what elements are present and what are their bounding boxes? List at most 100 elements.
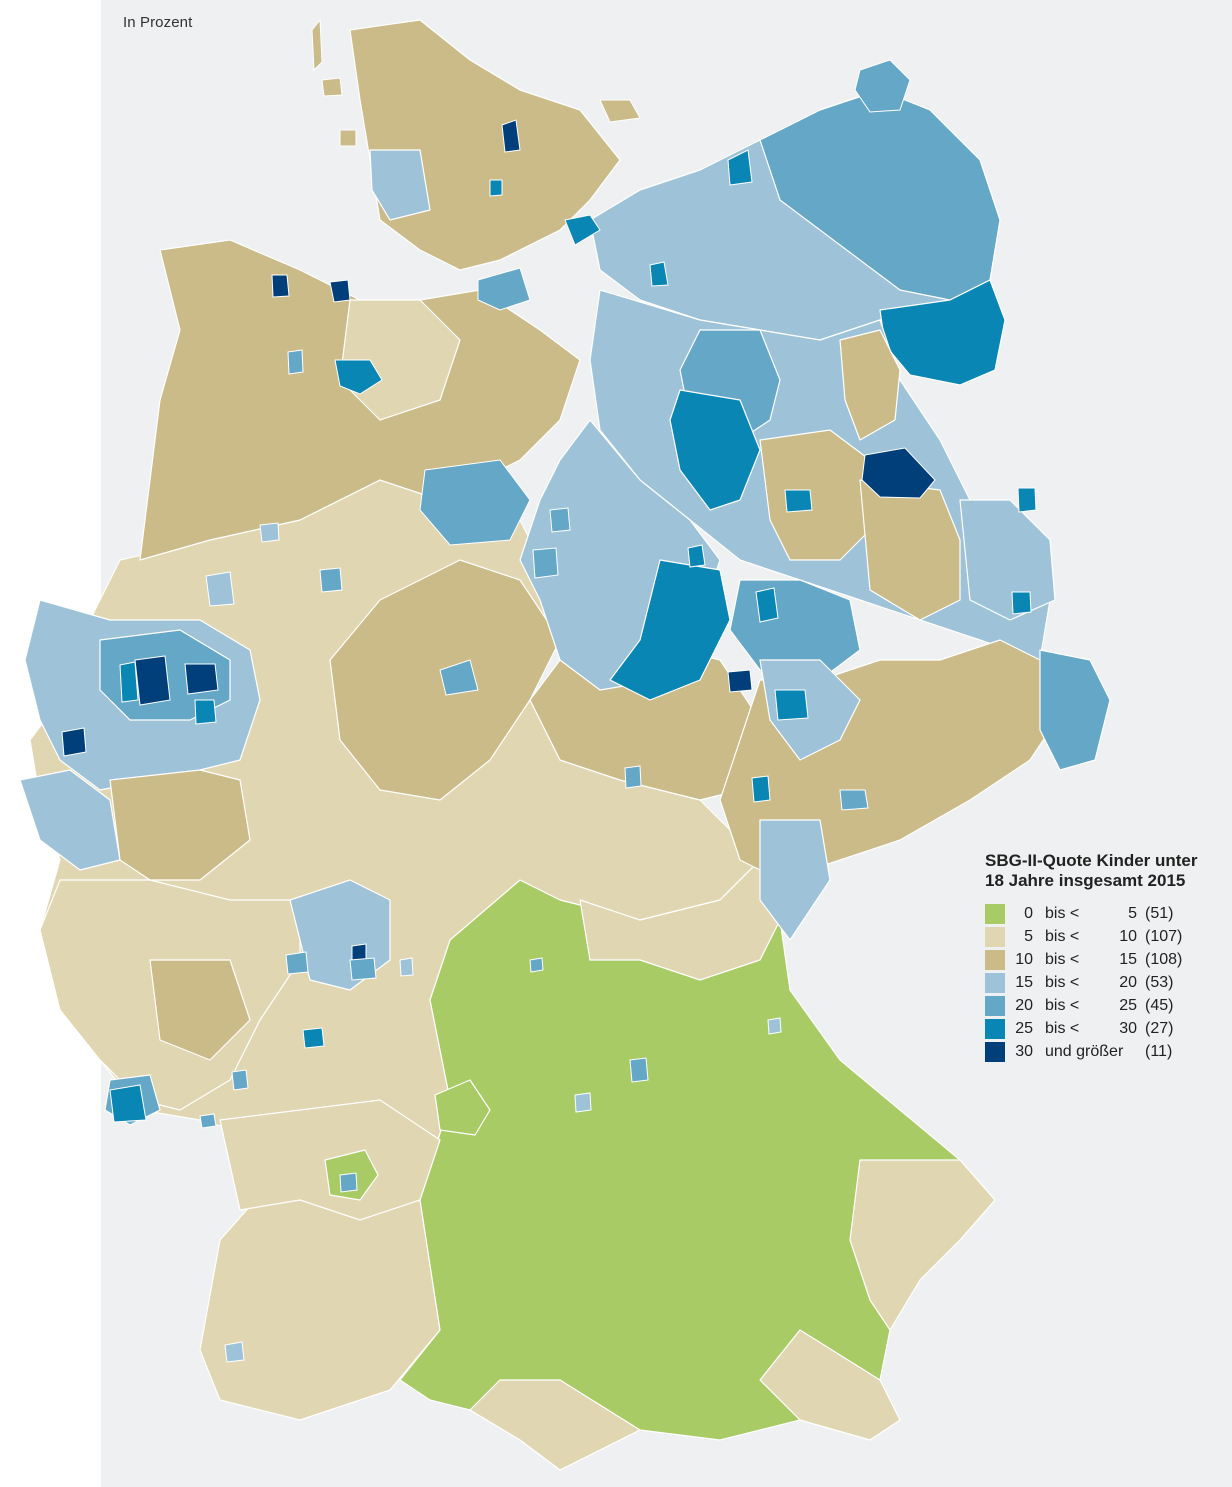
- legend-count: (51): [1145, 905, 1174, 922]
- city-ludwigshafen: [231, 1069, 249, 1091]
- city-gotha: [624, 765, 642, 789]
- legend-operator: bis <: [1045, 1020, 1080, 1037]
- city-chemnitz: [839, 789, 869, 811]
- legend-row: 5 bis < 10 (107): [985, 926, 1225, 949]
- region-prignitz-ostprignitz: [839, 329, 901, 441]
- legend-row: 15 bis < 20 (53): [985, 972, 1225, 995]
- city-dessau: [755, 587, 779, 623]
- region-bavaria-east: [849, 1159, 996, 1331]
- legend-from: 5: [1024, 928, 1033, 945]
- legend-count: (107): [1145, 928, 1183, 945]
- city-gera: [751, 775, 771, 803]
- city-hagen: [194, 699, 217, 725]
- region-lausitz: [959, 499, 1056, 621]
- city-schweinfurt: [529, 957, 544, 973]
- city-hannover-region: [419, 459, 531, 546]
- legend-to: 5: [1128, 905, 1137, 922]
- region-havelland: [669, 389, 761, 511]
- legend-to: 10: [1119, 928, 1137, 945]
- region-swabia-southwest: [469, 1379, 641, 1471]
- island-sylt: [311, 18, 323, 72]
- legend-count: (27): [1145, 1020, 1174, 1037]
- city-kiel: [501, 119, 521, 153]
- city-hamburg: [477, 267, 531, 311]
- region-rheinland-mid: [109, 769, 251, 881]
- city-saarbruecken: [109, 1084, 147, 1123]
- legend-operator: und größer: [1045, 1043, 1124, 1060]
- legend-operator: bis <: [1045, 928, 1080, 945]
- legend-operator: bis <: [1045, 997, 1080, 1014]
- legend-from: 30: [1015, 1043, 1033, 1060]
- city-brandenburg: [784, 489, 813, 513]
- legend-from: 10: [1015, 951, 1033, 968]
- legend-swatch: [985, 1042, 1005, 1062]
- island-ruegen: [854, 59, 911, 113]
- city-magdeburg-city: [687, 544, 706, 568]
- city-cottbus: [1017, 487, 1037, 513]
- legend-from: 25: [1015, 1020, 1033, 1037]
- city-mannheim: [339, 1172, 358, 1193]
- legend-row: 30 und größer (11): [985, 1041, 1225, 1064]
- legend-to: 20: [1119, 974, 1137, 991]
- city-frankfurt-oder: [1011, 591, 1032, 615]
- region-berlin-surround-south: [759, 429, 881, 561]
- city-wetterau: [205, 571, 235, 607]
- region-leipzig: [759, 659, 861, 761]
- region-sh-west: [369, 149, 431, 221]
- city-essen: [134, 655, 171, 706]
- island-fehmarn: [599, 99, 641, 123]
- region-uckermark: [879, 279, 1006, 386]
- island-foehr: [321, 77, 343, 97]
- legend-to: 25: [1119, 997, 1137, 1014]
- city-offenbach: [349, 957, 377, 981]
- island-nordstrand: [339, 129, 357, 147]
- region-heilbronn-green: [434, 1079, 491, 1136]
- city-luebeck: [564, 214, 601, 246]
- city-neumuenster: [489, 179, 503, 197]
- legend-from: 15: [1015, 974, 1033, 991]
- city-pirmasens: [199, 1113, 217, 1129]
- legend-rows: 0 bis < 5 (51) 5 bis < 10 (107) 10 bis <…: [985, 903, 1225, 1064]
- legend-title: SBG-II-Quote Kinder unter 18 Jahre insge…: [985, 851, 1198, 890]
- legend-swatch: [985, 1019, 1005, 1039]
- city-hof: [767, 1017, 782, 1035]
- region-erzgebirge: [759, 819, 831, 941]
- legend-operator: bis <: [1045, 905, 1080, 922]
- legend-swatch: [985, 973, 1005, 993]
- city-bremen: [334, 359, 383, 395]
- legend-row: 10 bis < 15 (108): [985, 949, 1225, 972]
- legend-operator: bis <: [1045, 974, 1080, 991]
- legend-to: 15: [1119, 951, 1137, 968]
- region-rlp-dark: [149, 959, 251, 1061]
- city-gelsenkirchen: [119, 661, 139, 703]
- legend-from: 20: [1015, 997, 1033, 1014]
- city-schwerin: [649, 261, 669, 287]
- city-freiburg: [224, 1341, 245, 1363]
- legend-count: (11): [1145, 1043, 1173, 1060]
- legend-row: 20 bis < 25 (45): [985, 995, 1225, 1018]
- legend-count: (53): [1145, 974, 1174, 991]
- city-wiesbaden: [285, 951, 309, 975]
- legend-to: 30: [1119, 1020, 1137, 1037]
- legend-from: 0: [1024, 905, 1033, 922]
- legend-swatch: [985, 950, 1005, 970]
- legend-operator: bis <: [1045, 951, 1080, 968]
- region-franconia-north: [579, 859, 781, 981]
- city-braunschweig: [532, 547, 559, 579]
- city-berlin: [861, 447, 936, 499]
- city-giessen: [399, 957, 414, 977]
- legend-row: 0 bis < 5 (51): [985, 903, 1225, 926]
- city-wilhelmshaven: [287, 349, 304, 375]
- legend-count: (45): [1145, 997, 1174, 1014]
- legend-swatch: [985, 927, 1005, 947]
- region-oder-spree: [859, 479, 961, 621]
- legend-swatch: [985, 904, 1005, 924]
- city-emden: [271, 274, 290, 298]
- legend-count: (108): [1145, 951, 1183, 968]
- legend: SBG-II-Quote Kinder unter 18 Jahre insge…: [985, 851, 1225, 1064]
- city-kassel: [439, 659, 479, 696]
- city-pforzheim: [574, 1092, 592, 1113]
- city-rheine: [259, 522, 280, 543]
- map-subtitle: In Prozent: [123, 14, 193, 31]
